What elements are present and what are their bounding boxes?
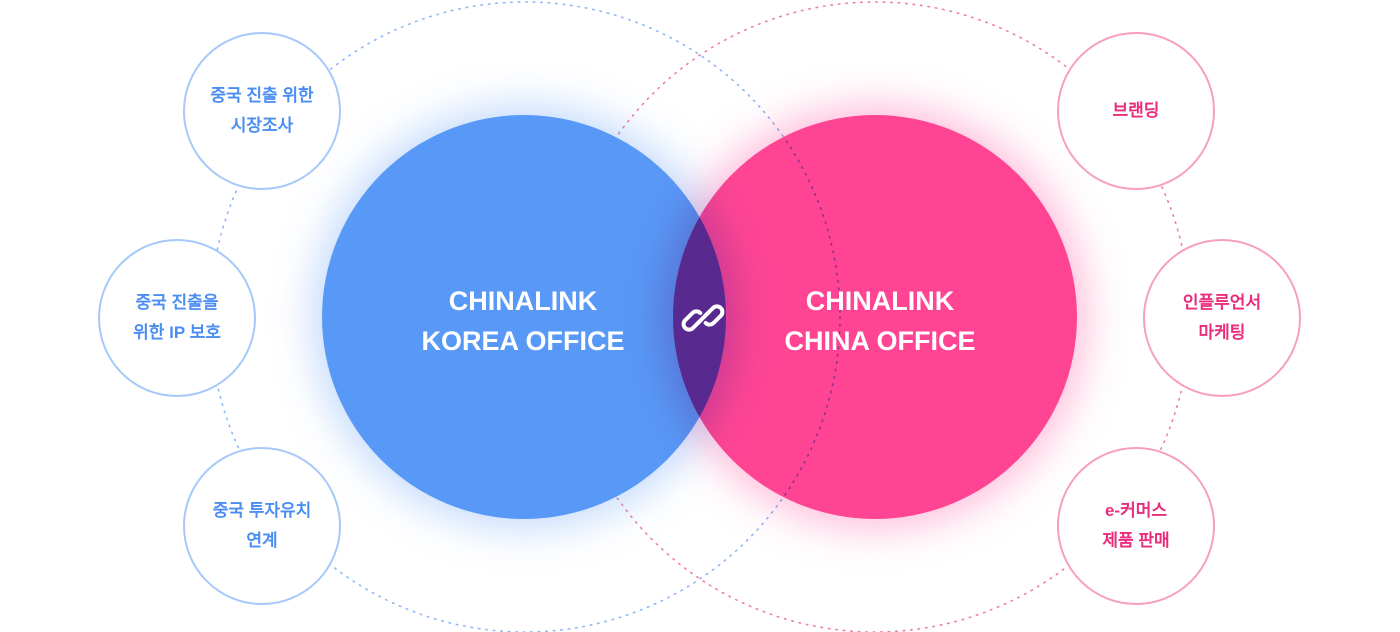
korea-office-line1: CHINALINK xyxy=(448,286,598,316)
service-branding: 브랜딩 xyxy=(1057,32,1215,190)
link-icon xyxy=(681,304,725,332)
service-label-line2: 위한 IP 보호 xyxy=(133,323,221,342)
service-label-line1: 브랜딩 xyxy=(1112,101,1160,120)
korea-office-circle xyxy=(322,115,726,519)
china-office-line1: CHINALINK xyxy=(805,286,955,316)
service-label-line2: 마케팅 xyxy=(1198,323,1246,342)
china-office-circle xyxy=(673,115,1077,519)
service-influencer-marketing: 인플루언서 마케팅 xyxy=(1143,239,1301,397)
service-label-line2: 제품 판매 xyxy=(1102,531,1170,550)
service-label-line1: e-커머스 xyxy=(1104,501,1168,520)
service-label-line1: 인플루언서 xyxy=(1182,293,1262,312)
service-label-line1: 중국 진출 위한 xyxy=(210,86,314,105)
service-label-line2: 연계 xyxy=(246,531,278,550)
service-investment: 중국 투자유치 연계 xyxy=(183,447,341,605)
service-ecommerce: e-커머스 제품 판매 xyxy=(1057,447,1215,605)
korea-office-label: CHINALINK KOREA OFFICE xyxy=(393,281,653,361)
service-label-line1: 중국 진출을 xyxy=(135,293,219,312)
china-office-line2: CHINA OFFICE xyxy=(784,326,976,356)
service-market-research: 중국 진출 위한 시장조사 xyxy=(183,32,341,190)
service-ip-protection: 중국 진출을 위한 IP 보호 xyxy=(98,239,256,397)
service-label-line1: 중국 투자유치 xyxy=(212,501,312,520)
service-label-line2: 시장조사 xyxy=(230,116,294,135)
korea-office-line2: KOREA OFFICE xyxy=(421,326,625,356)
china-office-label: CHINALINK CHINA OFFICE xyxy=(750,281,1010,361)
